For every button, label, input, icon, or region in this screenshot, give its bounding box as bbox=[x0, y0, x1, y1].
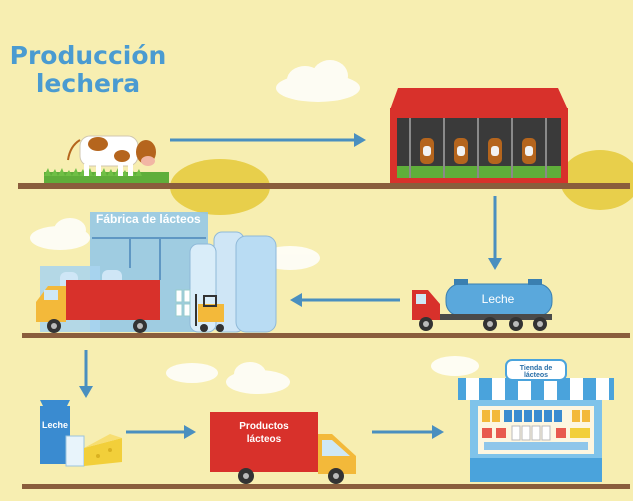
arrow-factory-to-products bbox=[79, 350, 93, 398]
diagram-title: Producción lechera bbox=[8, 42, 168, 98]
arrow-products-to-van bbox=[126, 425, 196, 439]
cow-icon bbox=[44, 135, 169, 183]
store-label: Tienda de lácteos bbox=[519, 365, 553, 379]
clouds bbox=[30, 60, 479, 394]
carton-label: Leche bbox=[41, 420, 68, 430]
arrow-tanker-to-factory bbox=[290, 293, 400, 307]
ground-line-2 bbox=[22, 333, 630, 338]
ground-line-1 bbox=[18, 183, 630, 189]
factory-truck-icon bbox=[36, 280, 160, 333]
ground-line-3 bbox=[22, 484, 630, 489]
title-line-1: Producción bbox=[9, 41, 167, 70]
factory-label: Fábrica de lácteos bbox=[96, 212, 201, 226]
title-line-2: lechera bbox=[35, 69, 141, 98]
hill bbox=[560, 150, 633, 210]
products-van-icon bbox=[210, 412, 356, 484]
arrow-van-to-store bbox=[372, 425, 444, 439]
dairy-store-icon bbox=[458, 359, 614, 482]
forklift-icon bbox=[195, 294, 224, 332]
tanker-label: Leche bbox=[481, 292, 515, 306]
arrow-cow-to-barn bbox=[170, 133, 366, 147]
van-label: Productos lácteos bbox=[239, 421, 289, 445]
barn-icon bbox=[390, 88, 568, 183]
tanker-truck-icon bbox=[412, 279, 553, 331]
dairy-products-icon bbox=[40, 400, 122, 467]
arrow-barn-to-tanker bbox=[488, 196, 502, 270]
